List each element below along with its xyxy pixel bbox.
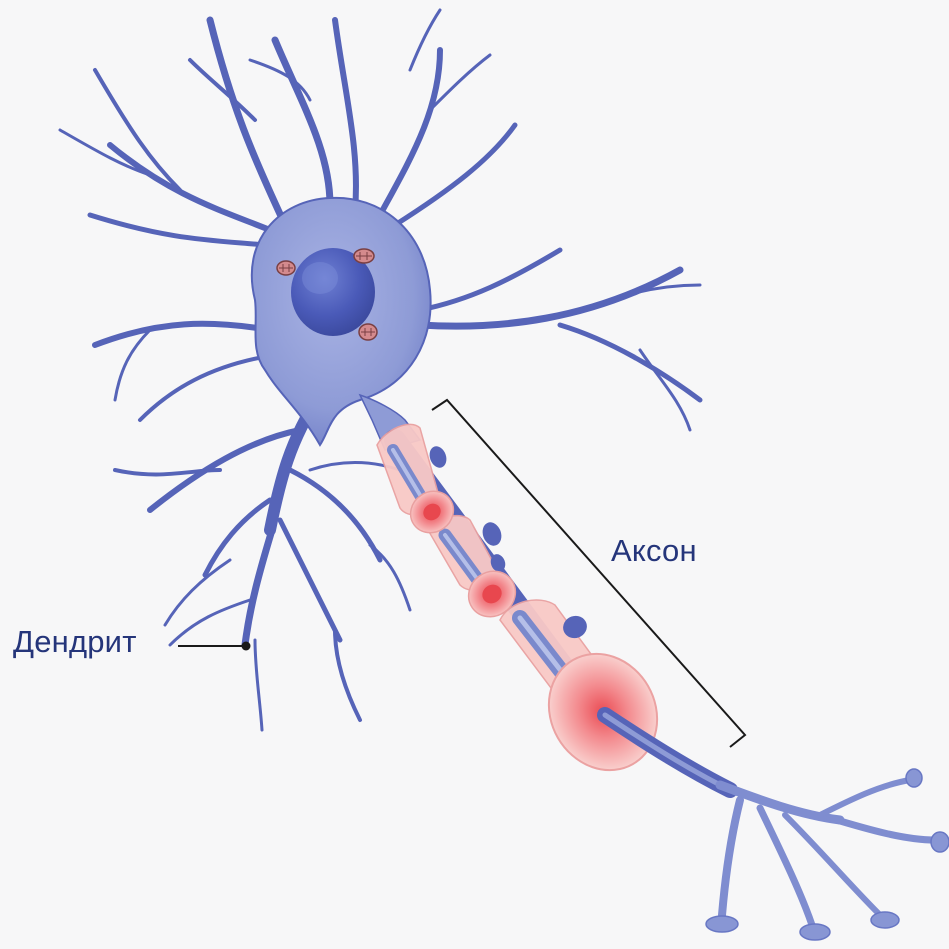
dendrite-label: Дендрит (13, 626, 137, 657)
axon-label: Аксон (611, 535, 697, 566)
dendrite-leader-dot (242, 642, 251, 651)
axon-terminals (720, 780, 935, 925)
